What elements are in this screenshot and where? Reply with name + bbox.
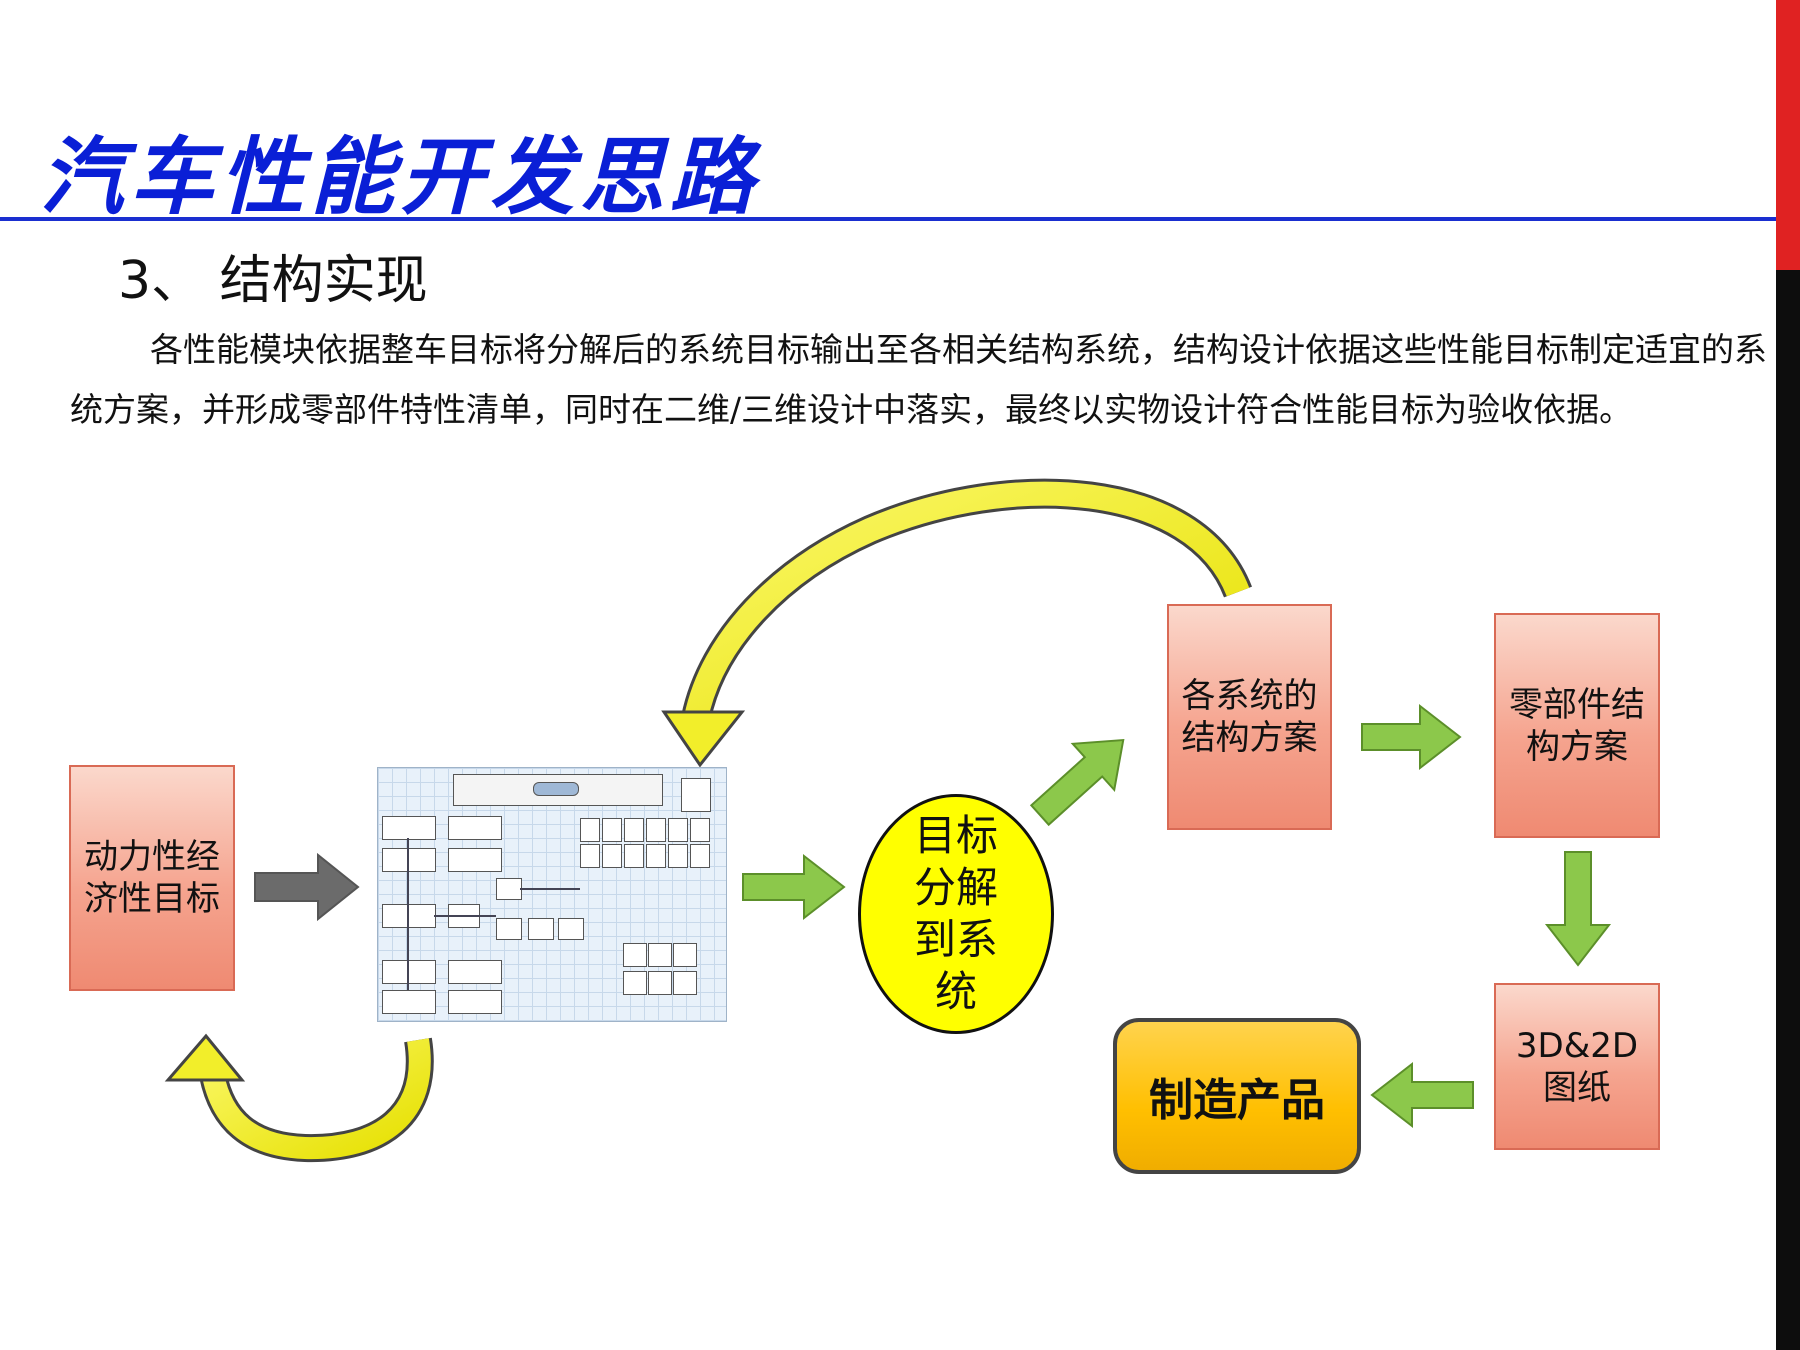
model-block [690, 844, 710, 868]
model-connector [520, 888, 580, 890]
node-manufactured-product: 制造产品 [1113, 1018, 1361, 1174]
model-block [624, 844, 644, 868]
model-block [673, 943, 697, 967]
node-manufactured-product-label: 制造产品 [1149, 1075, 1325, 1126]
model-block [382, 960, 436, 984]
model-block [624, 818, 644, 842]
model-block [602, 818, 622, 842]
simulation-model-screenshot [377, 767, 727, 1022]
car-icon [533, 782, 579, 796]
model-block [496, 878, 522, 900]
arrow-green-right-1 [742, 853, 846, 921]
model-block [646, 818, 666, 842]
model-connector [434, 915, 496, 917]
model-block [528, 918, 554, 940]
model-connector [407, 838, 409, 990]
paragraph-text: 各性能模块依据整车目标将分解后的系统目标输出至各相关结构系统，结构设计依据这些性… [70, 330, 1767, 429]
model-block [580, 818, 600, 842]
model-block [602, 844, 622, 868]
model-block [448, 816, 502, 840]
model-block [690, 818, 710, 842]
node-3d-2d-drawings-label: 3D&2D图纸 [1515, 1025, 1639, 1108]
model-block [382, 904, 436, 928]
model-block [448, 960, 502, 984]
arrow-gray-right [254, 852, 360, 922]
body-paragraph: 各性能模块依据整车目标将分解后的系统目标输出至各相关结构系统，结构设计依据这些性… [70, 320, 1770, 440]
edge-accent-black [1776, 270, 1800, 1350]
arrow-green-left [1370, 1061, 1474, 1129]
node-performance-target-label: 动力性经济性目标 [84, 837, 220, 919]
model-block-icon [681, 778, 711, 812]
model-block [382, 816, 436, 840]
node-parts-structure-plan-label: 零部件结构方案 [1509, 684, 1645, 767]
model-block [558, 918, 584, 940]
model-block [646, 844, 666, 868]
feedback-curve-arrow-bottom [164, 1033, 434, 1163]
title-divider [0, 217, 1776, 221]
node-parts-structure-plan: 零部件结构方案 [1494, 613, 1660, 838]
node-target-decomposition: 目标分解到系统 [858, 794, 1054, 1034]
model-block [648, 943, 672, 967]
model-block [623, 971, 647, 995]
arrow-green-right-2 [1361, 703, 1462, 771]
model-block [580, 844, 600, 868]
model-block [496, 918, 522, 940]
model-block [668, 818, 688, 842]
node-system-structure-plan: 各系统的结构方案 [1167, 604, 1332, 830]
model-block [673, 971, 697, 995]
node-performance-target: 动力性经济性目标 [69, 765, 235, 991]
model-block [648, 971, 672, 995]
node-3d-2d-drawings: 3D&2D图纸 [1494, 983, 1660, 1150]
arrow-green-diagonal [1029, 738, 1125, 827]
feedback-curve-arrow-top [661, 478, 1252, 768]
model-block [382, 848, 436, 872]
node-target-decomposition-label: 目标分解到系统 [913, 811, 998, 1016]
edge-accent-red [1776, 0, 1800, 270]
model-block [382, 990, 436, 1014]
section-heading: 3、 结构实现 [118, 251, 428, 311]
model-block [448, 848, 502, 872]
model-block [623, 943, 647, 967]
page-title: 汽车性能开发思路 [40, 127, 761, 226]
node-system-structure-plan-label: 各系统的结构方案 [1181, 676, 1318, 758]
model-block [448, 990, 502, 1014]
arrow-green-down [1544, 851, 1612, 967]
model-block [668, 844, 688, 868]
